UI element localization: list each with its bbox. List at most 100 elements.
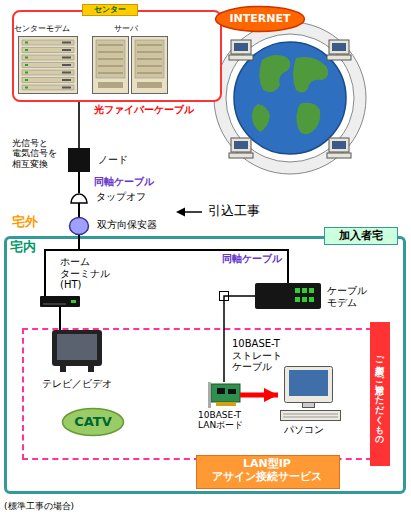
subscriber-home-box: 宅内加入者宅ホーム ターミナル (HT)ケーブル モデムご加入者がご用意いただく… bbox=[4, 236, 406, 494]
modem-body bbox=[255, 283, 321, 309]
optical-node-graphic bbox=[68, 148, 90, 172]
computer-screen bbox=[332, 141, 346, 149]
network-ring-inner bbox=[226, 34, 354, 162]
computer-icon bbox=[327, 40, 351, 60]
server-vent bbox=[98, 82, 123, 88]
rack-unit bbox=[22, 78, 74, 83]
cable-plug bbox=[220, 292, 229, 301]
server-slot bbox=[98, 66, 123, 67]
computer-monitor bbox=[231, 138, 251, 152]
computer-icon bbox=[327, 138, 351, 158]
coaxial-cable bbox=[45, 235, 79, 296]
pointer-arrow-head bbox=[176, 208, 185, 217]
device-label: 10BASE-T LANボード bbox=[198, 410, 252, 431]
computer-screen bbox=[234, 43, 248, 51]
center-modem-rack: センターモデム bbox=[18, 36, 78, 94]
catv-ellipse: CATV bbox=[62, 408, 124, 436]
service-box: LAN型IP アサイン接続サービス bbox=[196, 455, 340, 489]
card-bracket bbox=[208, 382, 211, 408]
computer-icon bbox=[229, 138, 253, 158]
server-slot bbox=[137, 66, 162, 67]
computer-monitor bbox=[329, 40, 349, 54]
vertical-note: ご加入者がご用意いただくもの bbox=[370, 322, 390, 466]
optical-node: ノード bbox=[68, 148, 90, 172]
center-tag: センター bbox=[82, 4, 138, 16]
coaxial-cable bbox=[79, 235, 288, 283]
rack-unit bbox=[22, 40, 74, 45]
status-light bbox=[25, 72, 28, 74]
server-slot bbox=[98, 73, 123, 74]
tv-leg bbox=[88, 366, 94, 372]
rack-port bbox=[62, 87, 71, 89]
server-slot bbox=[137, 52, 162, 53]
continent bbox=[293, 57, 328, 93]
tap-off-graphic bbox=[70, 193, 88, 203]
server-rack-graphic bbox=[92, 36, 168, 94]
circuit-board bbox=[211, 384, 240, 402]
computer-monitor bbox=[329, 138, 349, 152]
home-terminal: ホーム ターミナル (HT) bbox=[40, 296, 80, 307]
status-light bbox=[25, 49, 28, 51]
cable-modem: ケーブル モデム bbox=[255, 283, 321, 309]
node-block bbox=[68, 148, 90, 172]
rack-body bbox=[19, 37, 78, 94]
status-light bbox=[25, 64, 28, 66]
construction-label: 引込工事 bbox=[208, 204, 278, 219]
tap-off: タップオフ bbox=[70, 193, 88, 203]
ethernet-cable bbox=[224, 296, 255, 382]
rack-port bbox=[62, 57, 71, 59]
pc-stand bbox=[303, 403, 315, 408]
rack-port bbox=[62, 42, 71, 44]
tv-frame bbox=[52, 330, 102, 366]
network-ring bbox=[214, 22, 366, 174]
server-rack: サーバ bbox=[92, 36, 168, 94]
rack-port bbox=[62, 72, 71, 74]
video-cable bbox=[59, 307, 61, 330]
server-panel bbox=[135, 40, 164, 78]
fiber-optic-cable bbox=[78, 102, 80, 148]
server-cabinet bbox=[132, 37, 168, 94]
internet-ellipse: INTERNET bbox=[215, 6, 305, 32]
keyboard-keys bbox=[283, 414, 338, 415]
lan-board-graphic bbox=[208, 382, 240, 408]
data-flow-arrow bbox=[240, 393, 278, 398]
cable-label: 10BASE-T ストレート ケーブル bbox=[232, 338, 296, 373]
service-label: LAN型IP アサイン接続サービス bbox=[196, 458, 338, 483]
device-label: ケーブル モデム bbox=[327, 285, 373, 308]
server-slot bbox=[98, 45, 123, 46]
device-label: サーバ bbox=[114, 24, 154, 33]
terminal-body bbox=[40, 296, 80, 307]
cable-label: 光ファイバーケーブル bbox=[94, 104, 204, 116]
tv-leg bbox=[60, 366, 66, 372]
device-label: テレビ／ビデオ bbox=[42, 378, 122, 390]
status-light bbox=[25, 79, 28, 81]
status-light bbox=[295, 288, 300, 293]
chip bbox=[217, 388, 225, 394]
status-light bbox=[25, 87, 28, 89]
continent bbox=[259, 55, 290, 92]
zone-label: 宅外 bbox=[12, 215, 52, 230]
computer-screen bbox=[332, 43, 346, 51]
surge-protector: 双方向保安器 bbox=[69, 217, 89, 235]
server-panel bbox=[96, 40, 125, 78]
pc-monitor bbox=[285, 367, 333, 403]
rack-port bbox=[62, 64, 71, 66]
device-label: センターモデム bbox=[14, 24, 94, 33]
personal-computer: パソコン bbox=[278, 366, 342, 422]
terminal-stripe bbox=[43, 304, 66, 305]
chip bbox=[228, 389, 236, 394]
note-text: 光信号と 電気信号を 相互変換 bbox=[12, 138, 68, 169]
server-slot bbox=[137, 45, 162, 46]
center-modem-rack-graphic bbox=[18, 36, 78, 94]
rack-unit bbox=[22, 85, 74, 90]
device-label: タップオフ bbox=[96, 191, 166, 203]
cable-label: 同軸ケーブル bbox=[222, 253, 302, 265]
status-light bbox=[71, 300, 76, 303]
server-slot bbox=[98, 52, 123, 53]
coaxial-cable bbox=[78, 172, 80, 193]
server-slot bbox=[137, 59, 162, 60]
status-light bbox=[309, 288, 314, 293]
ellipse-shape bbox=[63, 409, 124, 436]
status-light bbox=[25, 57, 28, 59]
